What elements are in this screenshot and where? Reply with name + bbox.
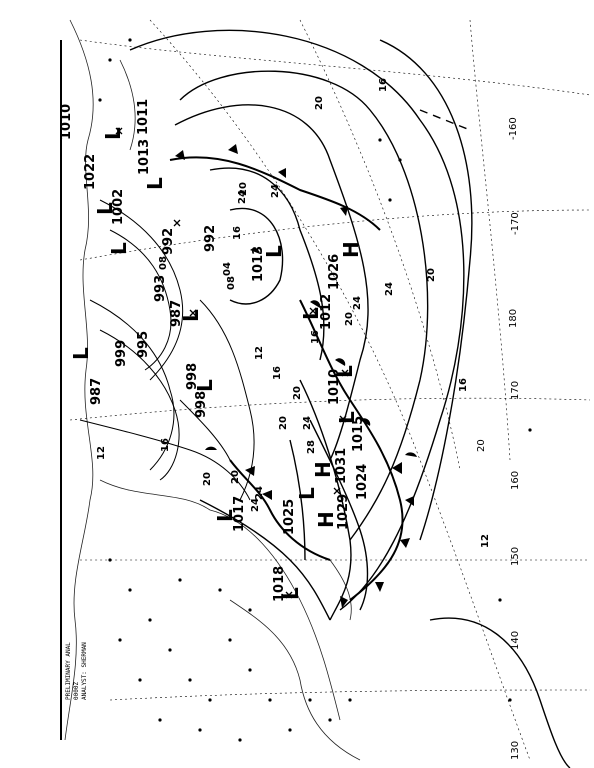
low-symbol: L: [333, 365, 357, 378]
longitude-label: -170: [510, 212, 521, 235]
pressure-value: 1011: [136, 99, 151, 135]
low-symbol: L: [69, 347, 93, 360]
longitude-label: 160: [510, 471, 521, 490]
longitude-label: 20: [476, 439, 487, 452]
isobar-label: 20: [202, 472, 213, 486]
pressure-value: 1017: [232, 496, 247, 532]
isobar-label: 12: [254, 346, 265, 360]
isobar-label: 20: [314, 96, 325, 110]
low-symbol: L: [107, 242, 131, 255]
pressure-value: 1010: [327, 369, 342, 405]
longitude-label: 130: [510, 741, 521, 760]
isobar-label: 12: [480, 534, 491, 548]
isobar-label: 20: [230, 470, 241, 484]
pressure-value: 1024: [355, 464, 370, 500]
isobar-label: 16: [458, 378, 469, 392]
chart-info: PRELIMINARY ANAL 0000Z ANALYST: SHERMAN: [65, 642, 88, 700]
isobar-label: 16: [232, 226, 243, 240]
low-symbol: L: [143, 177, 167, 190]
isobar-label: 08: [226, 276, 237, 290]
pressure-value: 998: [185, 363, 200, 390]
longitude-label: 180: [508, 309, 519, 328]
low-symbol: L: [93, 202, 117, 215]
pressure-value: 1025: [282, 499, 297, 535]
low-symbol: L: [262, 245, 286, 258]
pressure-value: 1010: [59, 104, 74, 140]
pressure-value: 1031: [334, 448, 349, 484]
isobar-label: 20: [292, 386, 303, 400]
chart-info-line: ANALYST: SHERMAN: [81, 642, 88, 700]
longitude-label: 170: [510, 381, 521, 400]
isobar-label: 20: [238, 182, 249, 196]
low-symbol: L: [295, 487, 319, 500]
chart-info-line: 0000Z: [73, 682, 80, 700]
pressure-value: 1022: [83, 154, 98, 190]
isobar-label: 20: [278, 416, 289, 430]
isobar-label: 16: [160, 438, 171, 452]
low-symbol: L: [193, 379, 217, 392]
isobar-label: 24: [270, 184, 281, 198]
pressure-value: 998: [194, 391, 209, 418]
pressure-value: 1029: [336, 494, 351, 530]
pressure-value: 1013: [251, 246, 266, 282]
longitude-label: 140: [510, 631, 521, 650]
isobar-label: 24: [237, 190, 248, 204]
isobar-label: 08: [158, 256, 169, 270]
pressure-value: 995: [136, 331, 151, 358]
isobar-label: 24: [250, 498, 261, 512]
longitude-labels: -160 -170 180 170 160 150 140 130 20: [476, 117, 521, 760]
coastlines: [64, 19, 361, 761]
chart-info-line: PRELIMINARY ANAL: [65, 642, 72, 700]
pressure-value: 992: [161, 228, 176, 255]
isobar-label: 24: [352, 296, 363, 310]
isobar-label: 20: [344, 312, 355, 326]
isobar-label: 28: [306, 440, 317, 454]
isobar-label: 12: [96, 446, 107, 460]
pressure-value: 1026: [327, 254, 342, 290]
isobar-label: 20: [426, 268, 437, 282]
pressure-value: 993: [153, 275, 168, 302]
longitude-label: -160: [508, 117, 519, 140]
pressure-centers: 1010 1022 1002 1013 1011 992 992 993 987…: [59, 99, 370, 602]
isobar-labels: 20 16 20 24 24 20 16 24 20 24 20 16 12 1…: [96, 78, 491, 548]
isobar-label: 04: [222, 262, 233, 276]
isobar-label: 24: [384, 282, 395, 296]
isobar-label: 16: [378, 78, 389, 92]
pressure-value: 999: [114, 340, 129, 367]
frame-edge: [60, 40, 62, 740]
station-observations: [98, 38, 532, 742]
pressure-value: 1015: [351, 416, 366, 452]
pressure-value: 1002: [111, 189, 126, 225]
isobars: [79, 29, 571, 768]
high-symbol: H: [339, 241, 363, 258]
pressure-value: 1012: [319, 294, 334, 330]
pressure-value: 987: [89, 378, 104, 405]
pressure-value: 1013: [137, 139, 152, 175]
low-symbol: L: [213, 509, 237, 522]
high-symbol: H: [314, 511, 338, 528]
high-symbol: H: [311, 461, 335, 478]
pressure-value: 987: [169, 300, 184, 327]
grid-lines: [69, 19, 591, 761]
fronts: [169, 144, 417, 608]
isobar-label: 24: [302, 416, 313, 430]
low-symbol: L: [335, 411, 359, 424]
isobar-label: 16: [272, 366, 283, 380]
pressure-value: 992: [203, 225, 218, 252]
isobar-label: 16: [310, 330, 321, 344]
longitude-label: 150: [510, 547, 521, 566]
isobar-label: 24: [254, 486, 265, 500]
pressure-value: 1018: [272, 566, 287, 602]
